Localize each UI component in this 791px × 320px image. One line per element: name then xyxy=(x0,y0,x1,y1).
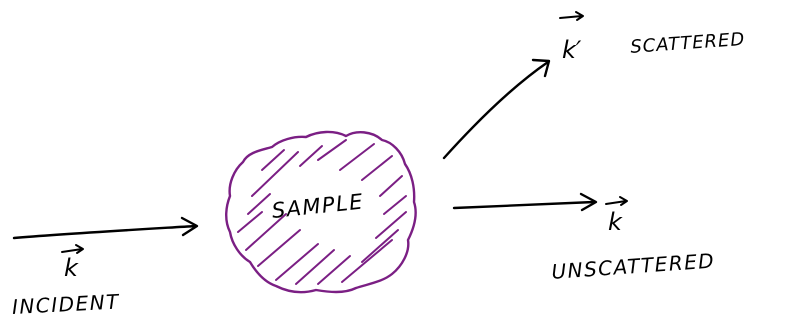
scattered-vector-label: k′ xyxy=(562,36,582,64)
incident-arrowhead xyxy=(180,216,199,237)
hatch-line xyxy=(245,213,287,251)
incident-arrow-line xyxy=(12,224,198,240)
incident-vector-label: k xyxy=(64,254,79,282)
hatch-line xyxy=(251,151,299,197)
sample-label: SAMPLE xyxy=(271,189,365,223)
incident-beam: k INCIDENT xyxy=(11,216,199,319)
vector-arrow-icon xyxy=(559,11,584,21)
hatch-line xyxy=(261,149,285,171)
unscattered-vector-label: k xyxy=(608,208,623,236)
hatch-line xyxy=(295,249,335,285)
hatch-line xyxy=(299,145,323,167)
hatch-line xyxy=(275,243,319,281)
hatch-line xyxy=(383,195,407,215)
unscattered-beam: k UNSCATTERED xyxy=(452,192,716,284)
hatch-line xyxy=(361,155,393,181)
scattered-vector-symbol: k′ xyxy=(559,11,584,64)
sample-outline xyxy=(225,130,417,294)
hatch-line xyxy=(375,211,407,239)
scattered-label: SCATTERED xyxy=(630,29,746,58)
vector-arrow-icon xyxy=(605,196,628,206)
hatch-line xyxy=(339,143,375,171)
hatch-line xyxy=(361,229,399,263)
scattered-beam: k′ SCATTERED xyxy=(442,11,746,160)
scattered-arrowhead xyxy=(531,58,551,78)
vector-arrow-icon xyxy=(61,244,84,254)
sample-hatching xyxy=(237,139,407,285)
sample-blob: SAMPLE xyxy=(225,130,417,294)
unscattered-arrow-line xyxy=(452,200,596,210)
incident-vector-symbol: k xyxy=(61,244,84,282)
hatch-line xyxy=(317,139,347,161)
scattered-arrow-line xyxy=(442,60,550,160)
unscattered-vector-symbol: k xyxy=(605,196,628,236)
unscattered-label: UNSCATTERED xyxy=(551,248,716,283)
hatch-line xyxy=(379,175,403,197)
hatch-line xyxy=(237,211,263,233)
unscattered-arrowhead xyxy=(579,192,598,212)
hatch-line xyxy=(317,255,351,285)
hatch-line xyxy=(257,229,301,267)
incident-label: INCIDENT xyxy=(11,289,120,319)
hatch-line xyxy=(341,239,393,283)
hatch-line xyxy=(247,193,271,215)
